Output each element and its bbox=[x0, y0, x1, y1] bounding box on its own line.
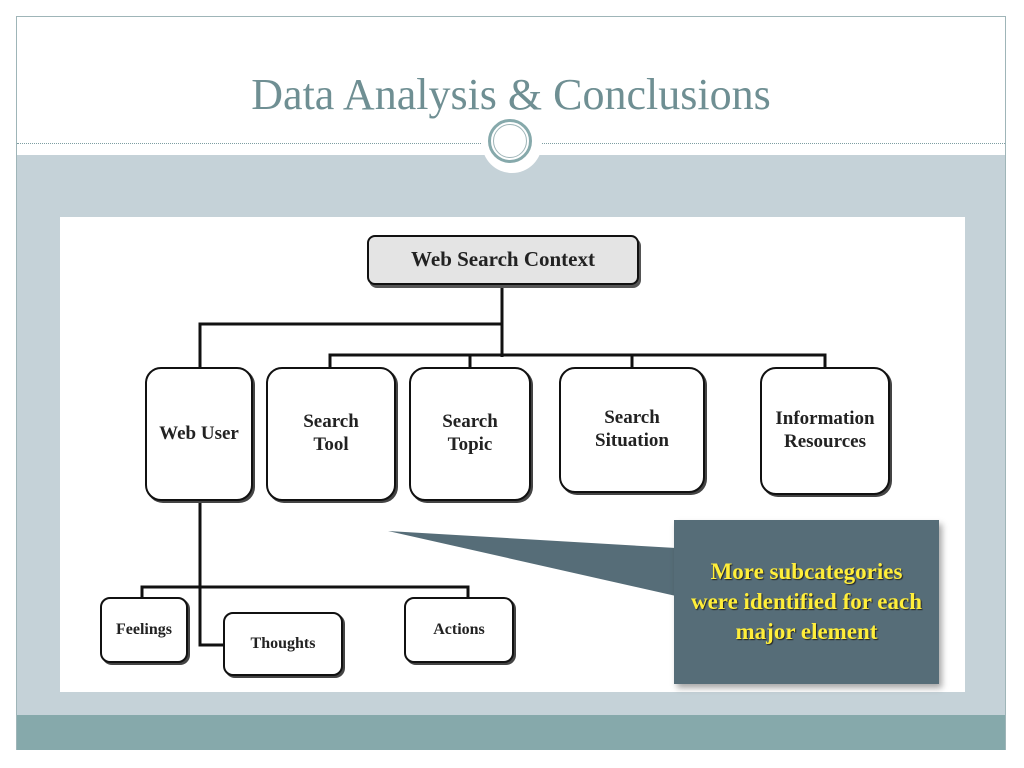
root-node-label: Web Search Context bbox=[411, 247, 595, 272]
subcategory-node-actions: Actions bbox=[404, 597, 514, 663]
subcategory-label-feelings: Feelings bbox=[116, 621, 172, 639]
category-branch-line bbox=[328, 353, 827, 367]
root-node-web-search-context: Web Search Context bbox=[367, 235, 639, 285]
slide-title: Data Analysis & Conclusions bbox=[251, 70, 771, 119]
callout-box: More subcategories were identified for e… bbox=[674, 520, 939, 684]
category-label-search-topic: Search Topic bbox=[442, 411, 498, 455]
subcategory-branch-line bbox=[140, 585, 470, 599]
category-node-web-user: Web User bbox=[145, 367, 253, 501]
category-label-web-user: Web User bbox=[159, 422, 239, 444]
web-user-trunk-line bbox=[198, 502, 223, 647]
category-node-information-resources: Information Resources bbox=[760, 367, 890, 495]
subcategory-label-thoughts: Thoughts bbox=[250, 635, 316, 653]
subcategory-node-thoughts: Thoughts bbox=[223, 612, 343, 676]
callout-text: More subcategories were identified for e… bbox=[690, 559, 922, 644]
category-node-search-tool: Search Tool bbox=[266, 367, 396, 501]
category-label-search-tool: Search Tool bbox=[303, 411, 359, 455]
category-label-information-resources: Information Resources bbox=[775, 408, 875, 452]
category-node-search-situation: Search Situation bbox=[559, 367, 705, 493]
web-user-branch-line bbox=[198, 322, 502, 367]
ornament-inner-ring bbox=[493, 124, 527, 158]
subcategory-node-feelings: Feelings bbox=[100, 597, 188, 663]
connector-lines bbox=[140, 285, 827, 647]
category-node-search-topic: Search Topic bbox=[409, 367, 531, 501]
subcategory-label-actions: Actions bbox=[433, 621, 485, 639]
footer-band bbox=[17, 715, 1005, 750]
category-label-search-situation: Search Situation bbox=[595, 407, 669, 451]
